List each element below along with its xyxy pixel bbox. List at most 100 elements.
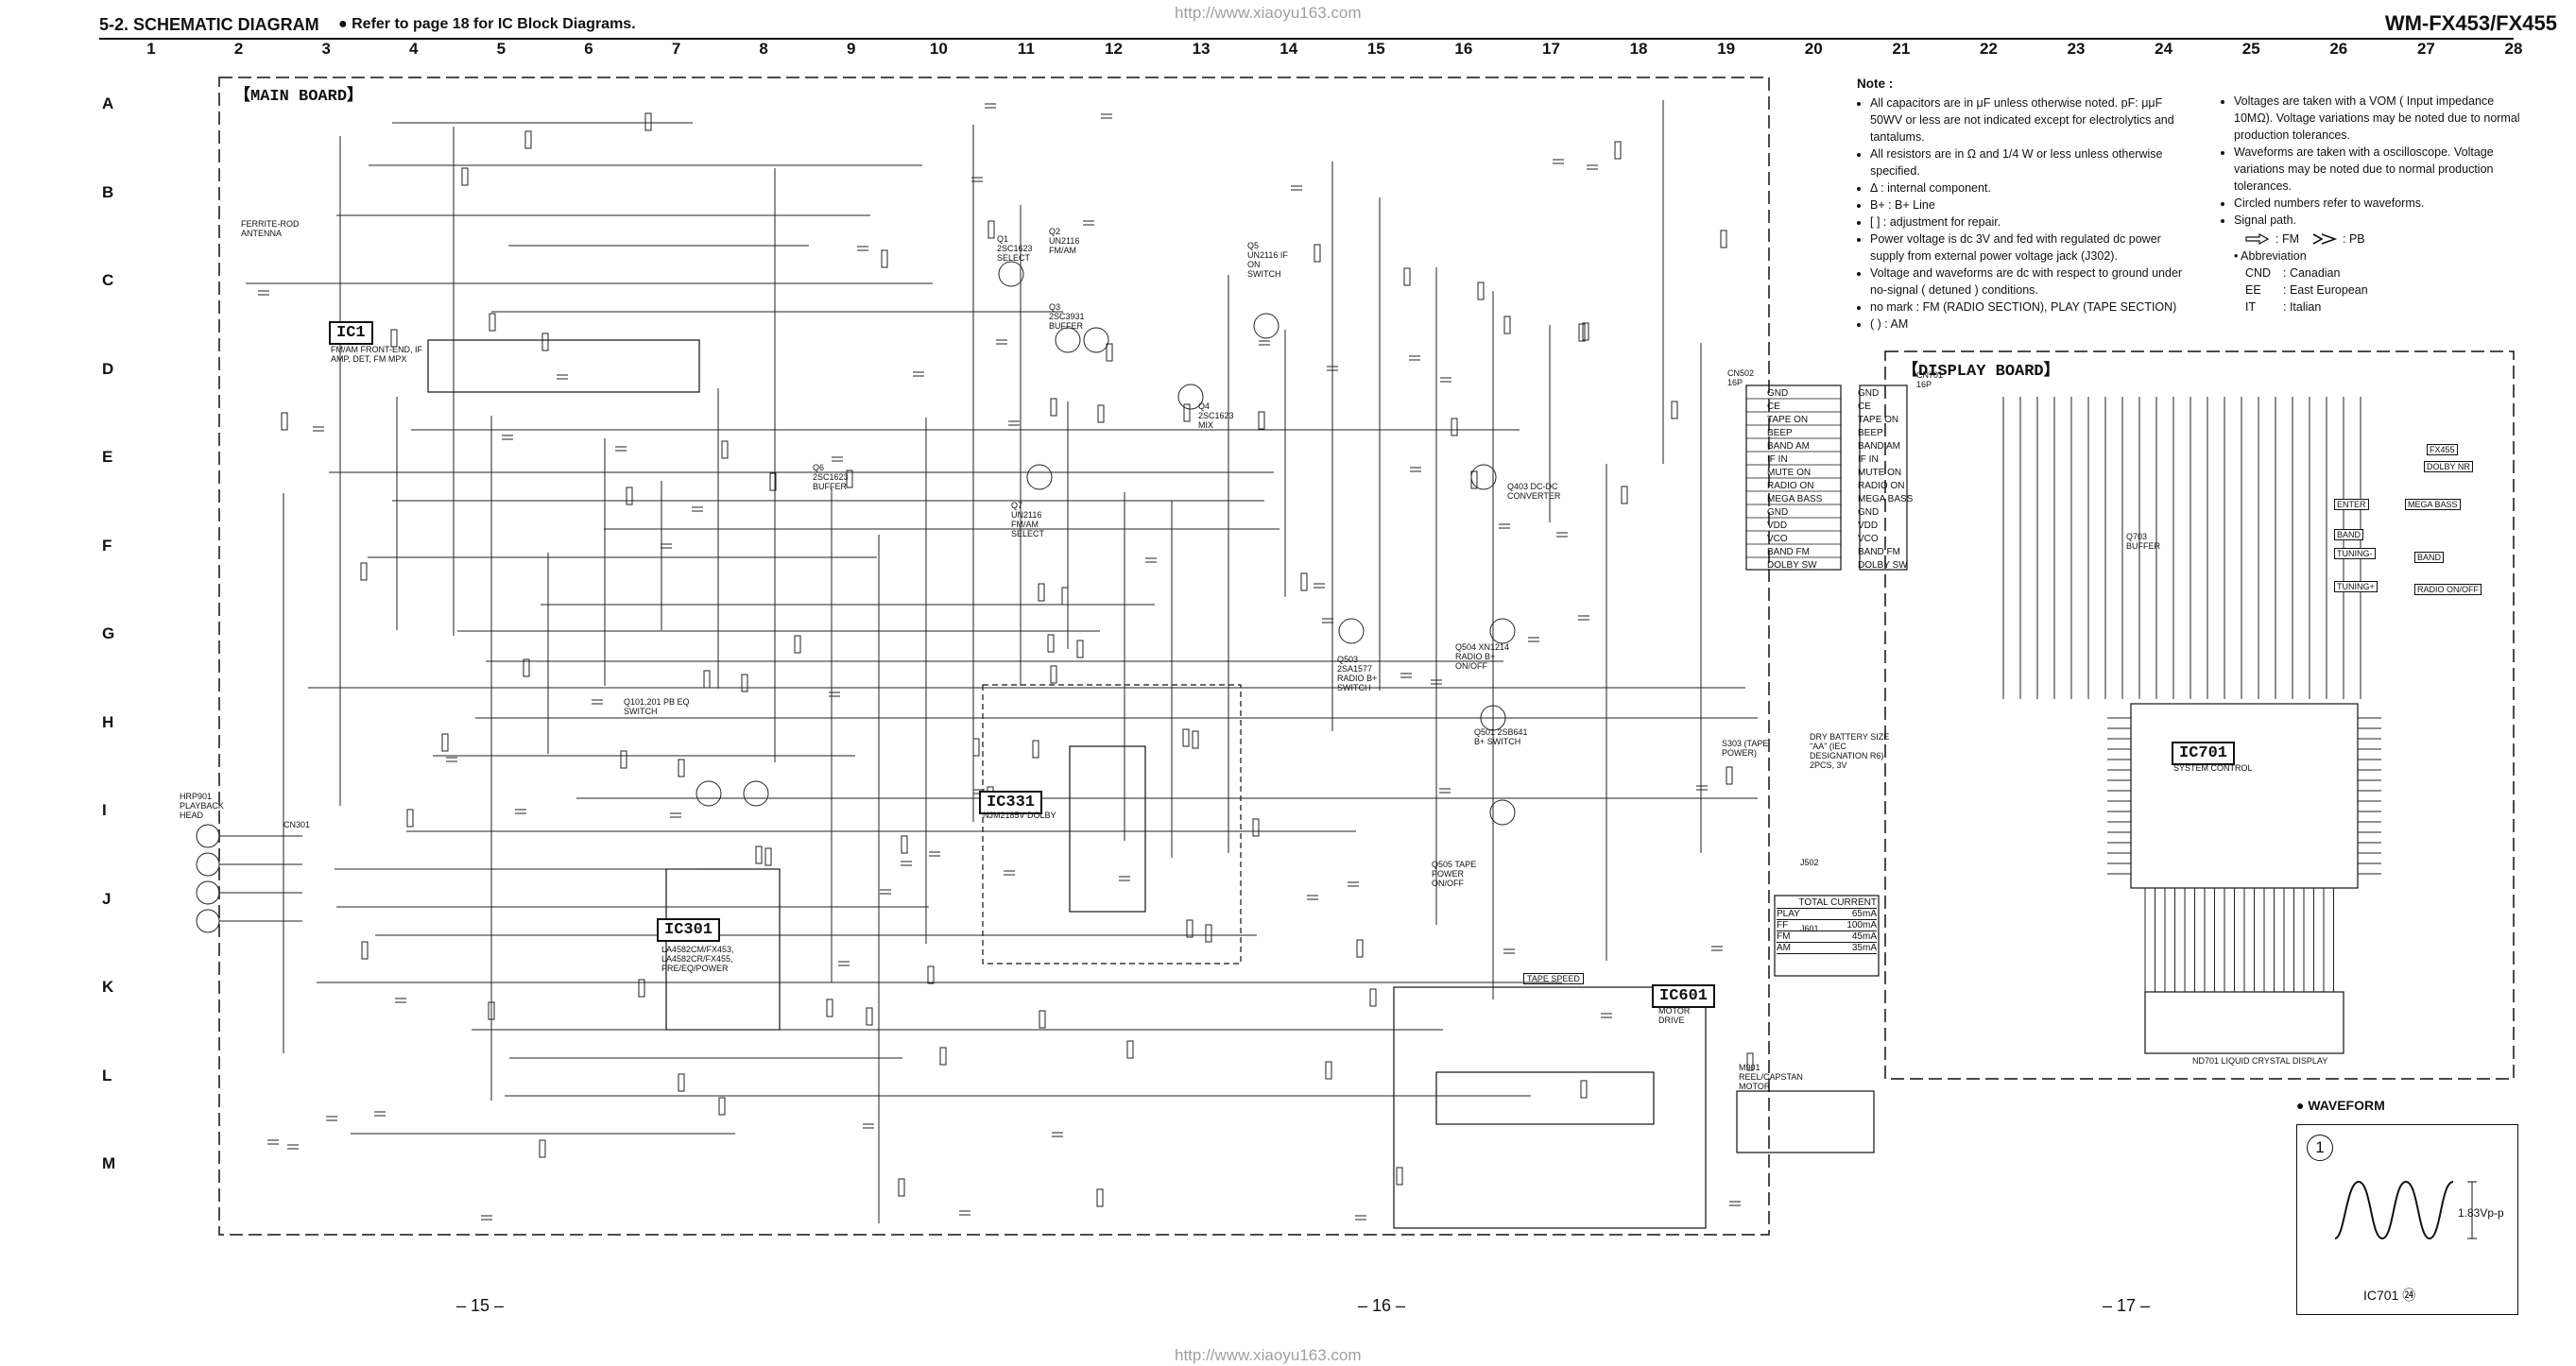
connector-pin-label: BAND AM [1858,441,1901,452]
current-value: 35mA [1851,943,1877,953]
lcd-label: ND701 LIQUID CRYSTAL DISPLAY [2192,1056,2328,1066]
ic331-region [982,684,1242,965]
q7-label: Q7 UN2116 FM/AM SELECT [1011,501,1045,538]
connector-pin-label: CE [1858,401,1871,412]
column-number: 15 [1366,40,1385,58]
column-number: 19 [1717,40,1736,58]
note-item: Voltages are taken with a VOM ( Input im… [2234,93,2523,144]
current-mode: AM [1777,943,1791,953]
column-number: 16 [1454,40,1473,58]
q101-label: Q101,201 PB EQ SWITCH [624,697,690,716]
column-number: 25 [2241,40,2260,58]
page-16: – 16 – [1358,1296,1406,1315]
header-rule [99,38,2514,40]
motor-box [1736,1090,1875,1153]
key-switch-s715: BAND [2414,552,2445,563]
connector-pin-label: BAND AM [1767,441,1811,452]
connector-pin-label: VCO [1858,534,1879,544]
current-value: 100mA [1846,920,1877,931]
abbreviation-code: CND [2245,266,2272,280]
abbreviation-row: CND : Canadian [2245,265,2523,282]
column-number: 7 [671,40,681,58]
row-letter: C [102,271,114,289]
q504-label: Q504 XN1214 RADIO B+ ON/OFF [1455,642,1510,671]
top-url[interactable]: http://www.xiaoyu163.com [1175,4,1362,22]
connector-pin-label: IF IN [1858,454,1879,465]
current-value: 45mA [1851,931,1877,942]
note-item: Circled numbers refer to waveforms. [2234,195,2523,212]
waveform-title: ● WAVEFORM [2296,1098,2385,1113]
ic601-body [1435,1071,1655,1125]
connector-pin-label: DOLBY SW [1858,560,1908,571]
q6-label: Q6 2SC1623 BUFFER [813,463,849,491]
page-17: – 17 – [2103,1296,2151,1315]
note-item: Δ : internal component. [1870,179,2197,196]
signal-path-legend: : FM : PB [2221,231,2523,248]
q503-label: Q503 2SA1577 RADIO B+ SWITCH [1337,655,1378,692]
column-number: 13 [1192,40,1211,58]
abbreviation-meaning: : Canadian [2283,266,2341,280]
q501-label: Q501 2SB641 B+ SWITCH [1474,727,1528,746]
column-number: 10 [929,40,948,58]
column-number: 18 [1629,40,1648,58]
connector-pin-label: VDD [1767,521,1788,531]
waveform-number: 1 [2307,1135,2333,1161]
ic701-body [2130,703,2359,889]
abbreviation-meaning: : East European [2283,283,2368,297]
abbreviation-row: IT: Italian [2245,299,2523,316]
current-mode: PLAY [1777,909,1800,919]
reference-note: ● Refer to page 18 for IC Block Diagrams… [338,16,636,32]
connector-pin-label: DOLBY SW [1767,560,1817,571]
abbreviation-code: EE [2245,283,2261,297]
waveform-box: 1 1.83Vp-p IC701 ㉔ [2296,1124,2518,1315]
connector-pin-label: TAPE ON [1767,415,1809,425]
j601-label: J601 [1800,924,1819,933]
connector-pin-label: GND [1767,388,1789,399]
connector-pin-label: GND [1858,507,1880,518]
notes-right: Voltages are taken with a VOM ( Input im… [2221,93,2523,316]
connector-pin-label: GND [1767,507,1789,518]
q703-label: Q703 BUFFER [2126,532,2160,551]
connector-pin-label: MEGA BASS [1767,494,1823,504]
column-number: 8 [759,40,768,58]
cn701-body [1859,384,1908,571]
q505-label: Q505 TAPE POWER ON/OFF [1432,860,1477,888]
connector-pin-label: RADIO ON [1767,481,1814,491]
ic601-region [1393,986,1707,1229]
s303-label: S303 (TAPE POWER) [1722,739,1769,758]
q3-label: Q3 2SC3931 BUFFER [1049,302,1085,331]
cn502-label: CN502 16P [1727,368,1755,387]
notes-title: Note : [1857,77,1894,91]
q5-label: Q5 UN2116 IF ON SWITCH [1247,241,1288,279]
note-item: All capacitors are in μF unless otherwis… [1870,94,2197,145]
fm-arrow-icon [2245,233,2270,245]
row-letter: E [102,448,113,466]
row-letter: G [102,624,115,642]
abbreviation-title: • Abbreviation [2234,249,2307,263]
column-number: 12 [1105,40,1123,58]
ic1-description: FM/AM FRONT-END, IF AMP, DET, FM MPX [331,345,422,364]
abbreviation-heading: Abbreviation [2241,249,2307,263]
key-switch-s706: ENTER [2334,499,2369,510]
waveform-amplitude: 1.83Vp-p [2458,1206,2504,1220]
ic701-label: IC701 [2172,742,2236,765]
column-number: 28 [2504,40,2523,58]
abbreviation-code: IT [2245,300,2257,314]
column-number: 27 [2416,40,2435,58]
model-title: WM-FX453/FX455 [2384,11,2557,35]
bottom-url[interactable]: http://www.xiaoyu163.com [1175,1346,1362,1364]
lcd-body [2144,991,2344,1054]
connector-pin-label: BAND FM [1858,547,1900,557]
connector-pin-label: TAPE ON [1858,415,1899,425]
column-number: 24 [2155,40,2173,58]
current-row: AM 35mA [1777,943,1877,954]
connector-pin-label: RADIO ON [1858,481,1905,491]
key-switch-s704: DOLBY NR [2424,461,2473,472]
note-item: Power voltage is dc 3V and fed with regu… [1870,231,2197,265]
ic331-description: NJM2185V DOLBY [983,811,1056,820]
antenna-label: FERRITE-ROD ANTENNA [241,219,300,238]
waveform-trace-icon [2334,1180,2477,1240]
